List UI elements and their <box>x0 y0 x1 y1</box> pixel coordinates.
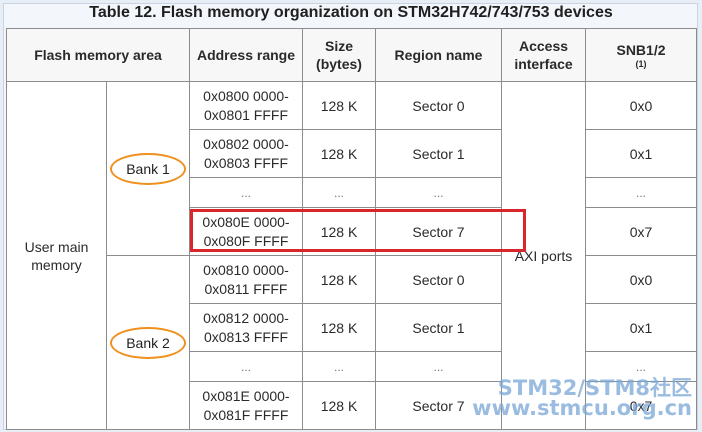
header-access-line1: Access <box>518 38 569 54</box>
address-cell: 0x081E 0000- 0x081F FFFF <box>189 381 303 430</box>
table-row-highlighted: 0x080E 0000- 0x080F FFFF 128 K Sector 7 … <box>7 207 697 256</box>
address-cell: ... <box>189 177 303 208</box>
address-end: 0x0803 FFFF <box>203 154 289 171</box>
header-access-interface: Access interface <box>501 28 586 82</box>
address-cell: 0x0802 0000- 0x0803 FFFF <box>189 129 303 178</box>
flash-memory-table: Flash memory area Address range Size (by… <box>6 28 697 430</box>
address-start: 0x0812 0000- <box>203 309 289 326</box>
snb-cell: 0x1 <box>585 129 697 178</box>
header-row: Flash memory area Address range Size (by… <box>6 28 697 82</box>
region-cell: Sector 0 <box>375 255 502 304</box>
table-row: User main memory Bank 1 0x0800 0000- 0x0… <box>6 81 697 430</box>
snb-cell: ... <box>585 177 697 208</box>
address-end: 0x0813 FFFF <box>203 328 289 345</box>
snb-cell: 0x7 <box>585 207 697 256</box>
snb-cell: ... <box>585 351 697 382</box>
bank-2-cell: Bank 2 <box>106 255 190 430</box>
header-region-name: Region name <box>375 28 502 82</box>
size-cell: 128 K <box>302 381 376 430</box>
header-access-line2: interface <box>514 56 573 72</box>
area-label-line2: memory <box>31 256 82 273</box>
bank-1-cell: Bank 1 <box>106 81 190 256</box>
address-start: 0x0810 0000- <box>203 261 289 278</box>
watermark-line1: STM32/STM8社区 <box>497 376 692 400</box>
address-cell: ... <box>189 351 303 382</box>
region-cell: Sector 1 <box>375 129 502 178</box>
size-cell: 128 K <box>302 303 376 352</box>
size-cell: 128 K <box>302 129 376 178</box>
address-cell: 0x0810 0000- 0x0811 FFFF <box>189 255 303 304</box>
header-size-line1: Size <box>324 38 353 54</box>
snb-cell: 0x7 <box>585 381 697 430</box>
area-label-line1: User main <box>24 238 89 255</box>
size-cell: 128 K <box>302 81 376 130</box>
header-size-line2: (bytes) <box>316 56 362 72</box>
header-snb-footnote: (1) <box>635 59 647 69</box>
size-cell: 128 K <box>302 207 376 256</box>
size-cell: ... <box>302 351 376 382</box>
address-start: 0x0800 0000- <box>203 87 289 104</box>
address-cell: 0x0812 0000- 0x0813 FFFF <box>189 303 303 352</box>
address-start: 0x0802 0000- <box>203 135 289 152</box>
address-end: 0x0801 FFFF <box>203 106 289 123</box>
table-title: Table 12. Flash memory organization on S… <box>89 4 613 21</box>
size-cell: 128 K <box>302 255 376 304</box>
address-cell: 0x080E 0000- 0x080F FFFF <box>189 207 303 256</box>
header-size: Size (bytes) <box>302 28 376 82</box>
header-address-range: Address range <box>189 28 303 82</box>
header-snb: SNB1/2 (1) <box>585 28 697 82</box>
address-start: 0x080E 0000- <box>202 213 290 230</box>
bank-1-label: Bank 1 <box>110 152 186 185</box>
region-cell: ... <box>375 351 502 382</box>
area-user-main-memory: User main memory <box>6 81 107 430</box>
region-cell: Sector 1 <box>375 303 502 352</box>
address-end: 0x0811 FFFF <box>204 280 288 297</box>
region-cell: Sector 7 <box>375 381 502 430</box>
bank-2-label: Bank 2 <box>110 326 186 359</box>
snb-cell: 0x1 <box>585 303 697 352</box>
table-row: Bank 2 0x0810 0000- 0x0811 FFFF 128 K Se… <box>7 255 697 430</box>
watermark-line2: www.stmcu.org.cn <box>472 396 692 420</box>
region-cell: Sector 0 <box>375 81 502 130</box>
address-end: 0x080F FFFF <box>203 232 289 249</box>
table-row-ellipsis: ... ... ... ... <box>7 351 697 382</box>
header-flash-memory-area: Flash memory area <box>6 28 190 82</box>
region-cell: Sector 7 <box>375 207 502 256</box>
table-row: 0x081E 0000- 0x081F FFFF 128 K Sector 7 … <box>7 381 697 430</box>
snb-cell: 0x0 <box>585 81 697 130</box>
address-start: 0x081E 0000- <box>202 387 290 404</box>
snb-cell: 0x0 <box>585 255 697 304</box>
size-cell: ... <box>302 177 376 208</box>
region-cell: ... <box>375 177 502 208</box>
table-row-ellipsis: ... ... ... ... <box>7 177 697 208</box>
access-interface-cell: AXI ports <box>501 81 586 430</box>
address-end: 0x081F FFFF <box>203 406 289 423</box>
header-snb-label: SNB1/2 <box>616 42 666 58</box>
address-cell: 0x0800 0000- 0x0801 FFFF <box>189 81 303 130</box>
